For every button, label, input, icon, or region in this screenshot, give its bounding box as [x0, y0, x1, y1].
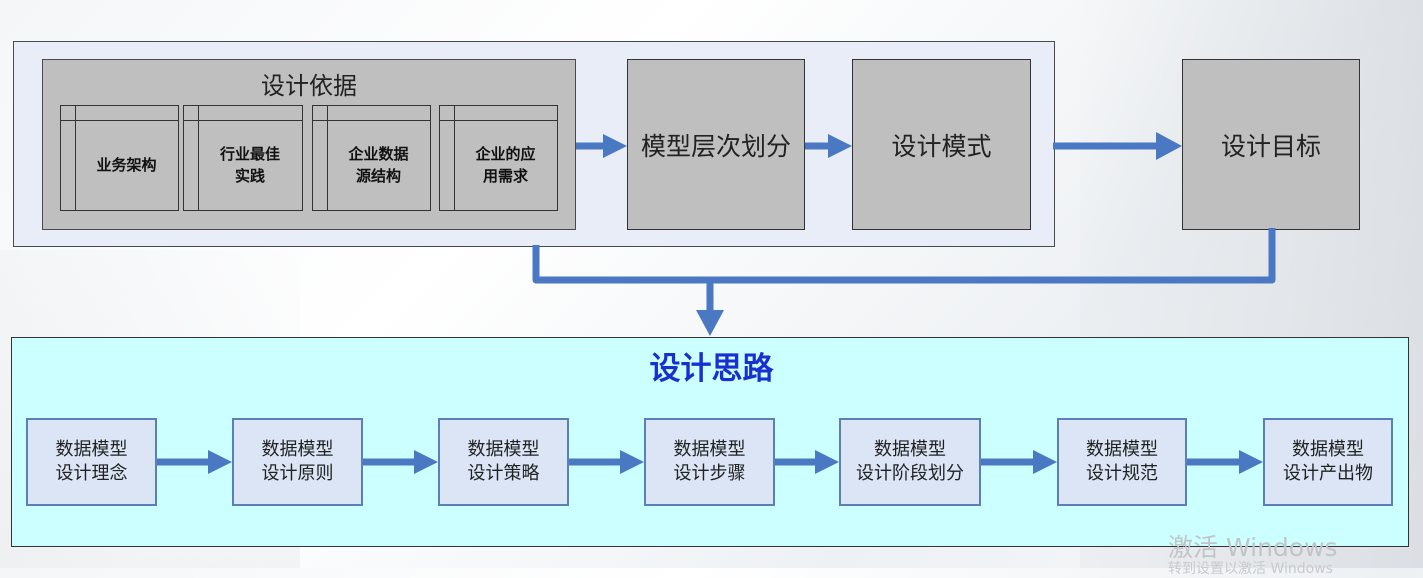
activation-watermark: 激活 Windows [1168, 533, 1338, 562]
arrowhead [208, 450, 232, 474]
step-concept: 数据模型 设计理念 [26, 418, 157, 506]
step-steps: 数据模型 设计步骤 [644, 418, 775, 506]
design-approach-title: 设计思路 [649, 351, 774, 387]
basis-item-data-source: 企业数据 源结构 [312, 105, 431, 211]
design-basis-title: 设计依据 [261, 72, 357, 100]
basis-item-label: 行业最佳 实践 [219, 145, 280, 185]
arrowhead [414, 450, 438, 474]
basis-item-industry-practice: 行业最佳 实践 [183, 105, 303, 211]
arrowhead [620, 450, 644, 474]
arrow-feedback-line [532, 228, 1276, 284]
basis-item-business-architecture: 业务架构 [60, 105, 179, 211]
step-strategy: 数据模型 设计策略 [438, 418, 569, 506]
basis-item-label: 业务架构 [96, 156, 157, 174]
basis-item-label: 企业数据 源结构 [348, 145, 409, 185]
arrowhead [1239, 450, 1263, 474]
arrowhead [1156, 132, 1182, 160]
design-target-box: 设计目标 [1182, 59, 1360, 230]
arrowhead [828, 134, 852, 158]
arrowhead [696, 310, 724, 336]
step-phases: 数据模型 设计阶段划分 [839, 418, 981, 506]
arrowhead [1033, 450, 1057, 474]
basis-item-label: 企业的应 用需求 [475, 145, 536, 185]
basis-item-app-needs: 企业的应 用需求 [439, 105, 558, 211]
step-deliverables: 数据模型 设计产出物 [1263, 418, 1393, 506]
arrowhead [815, 450, 839, 474]
step-principles: 数据模型 设计原则 [232, 418, 363, 506]
step-standards: 数据模型 设计规范 [1057, 418, 1187, 506]
model-layering-box: 模型层次划分 [627, 59, 805, 230]
design-pattern-box: 设计模式 [852, 59, 1031, 230]
arrowhead [603, 134, 627, 158]
activation-watermark-sub: 转到设置以激活 Windows [1168, 561, 1333, 577]
